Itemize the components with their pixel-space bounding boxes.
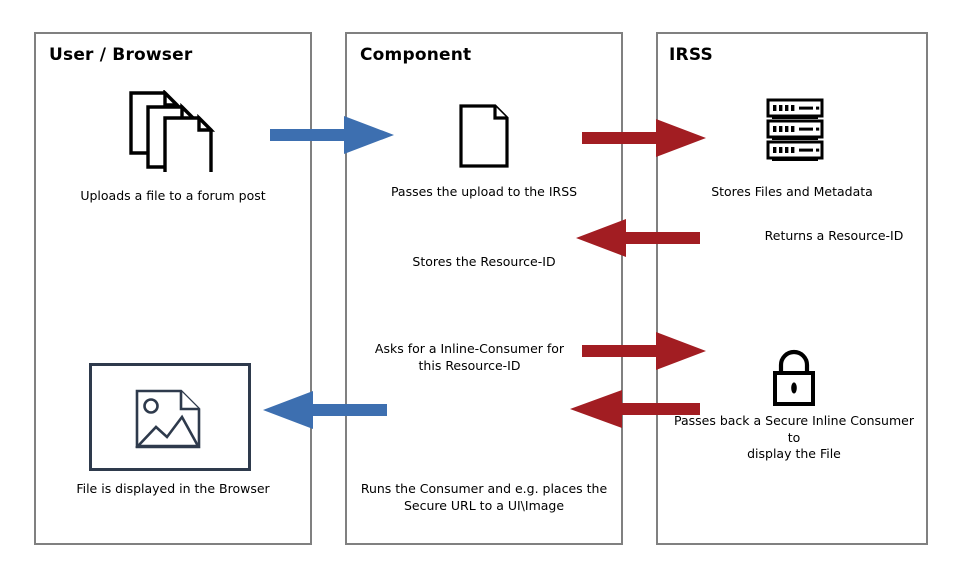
lane-user-browser (34, 32, 312, 545)
documents-stack-icon (128, 90, 218, 172)
caption-file-displayed: File is displayed in the Browser (76, 481, 270, 496)
lane-title-irss: IRSS (669, 45, 713, 65)
caption-passes-back-consumer: Passes back a Secure Inline Consumer to … (674, 413, 914, 461)
caption-runs-consumer: Runs the Consumer and e.g. places the Se… (360, 481, 608, 513)
lane-irss (656, 32, 928, 545)
caption-stores-files: Stores Files and Metadata (711, 184, 873, 199)
caption-stores-resource-id: Stores the Resource-ID (412, 254, 556, 269)
caption-asks-inline-consumer: Asks for a Inline-Consumer for this Reso… (374, 341, 565, 373)
arrow-display-file (263, 391, 387, 429)
server-rack-icon (766, 98, 824, 162)
arrow-pass-to-irss (582, 119, 706, 157)
arrow-return-resource-id (576, 219, 700, 257)
arrow-return-consumer (570, 390, 700, 428)
lane-component (345, 32, 623, 545)
browser-image-frame (89, 363, 251, 471)
lane-title-component: Component (360, 45, 472, 65)
caption-returns-resource-id: Returns a Resource-ID (764, 228, 904, 243)
arrow-upload (270, 116, 394, 154)
document-icon (459, 104, 511, 168)
caption-passes-upload: Passes the upload to the IRSS (390, 184, 578, 199)
arrow-ask-consumer (582, 332, 706, 370)
lane-title-user-browser: User / Browser (49, 45, 193, 65)
lock-icon (769, 348, 819, 408)
caption-uploads-file: Uploads a file to a forum post (80, 188, 266, 203)
